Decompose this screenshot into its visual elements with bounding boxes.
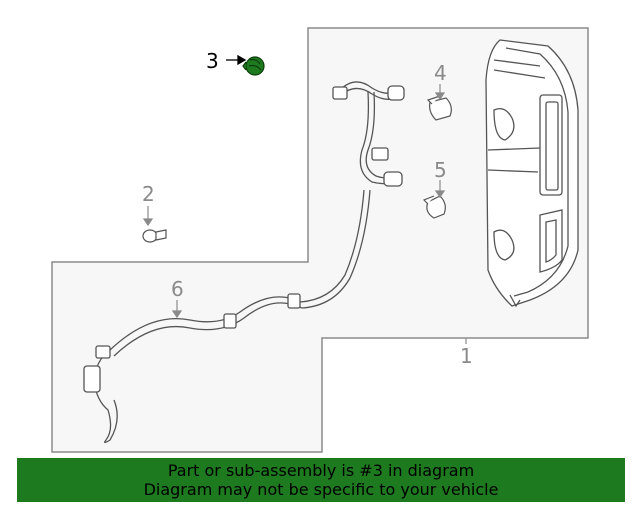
banner-line-2: Diagram may not be specific to your vehi… (143, 480, 499, 499)
callout-2: 2 (142, 182, 155, 206)
leader-line-3 (226, 54, 247, 66)
callout-4: 4 (434, 61, 447, 85)
callout-1: 1 (460, 344, 473, 368)
callout-5: 5 (434, 158, 447, 182)
lower-wire-harness (83, 293, 301, 444)
bulb-socket-5 (422, 195, 446, 219)
tail-lamp-housing (485, 39, 579, 308)
bulb-socket-4 (426, 95, 452, 121)
assembly-outline (51, 27, 589, 453)
push-pin-fastener-3 (242, 56, 265, 76)
bolt-2 (142, 229, 167, 243)
info-banner: Part or sub-assembly is #3 in diagram Di… (17, 458, 625, 502)
banner-line-1: Part or sub-assembly is #3 in diagram (167, 461, 475, 480)
upper-wire-harness (295, 81, 405, 309)
parts-diagram (51, 27, 589, 453)
callout-3[interactable]: 3 (206, 49, 219, 73)
callout-6: 6 (171, 277, 184, 301)
leader-lines (142, 84, 467, 344)
